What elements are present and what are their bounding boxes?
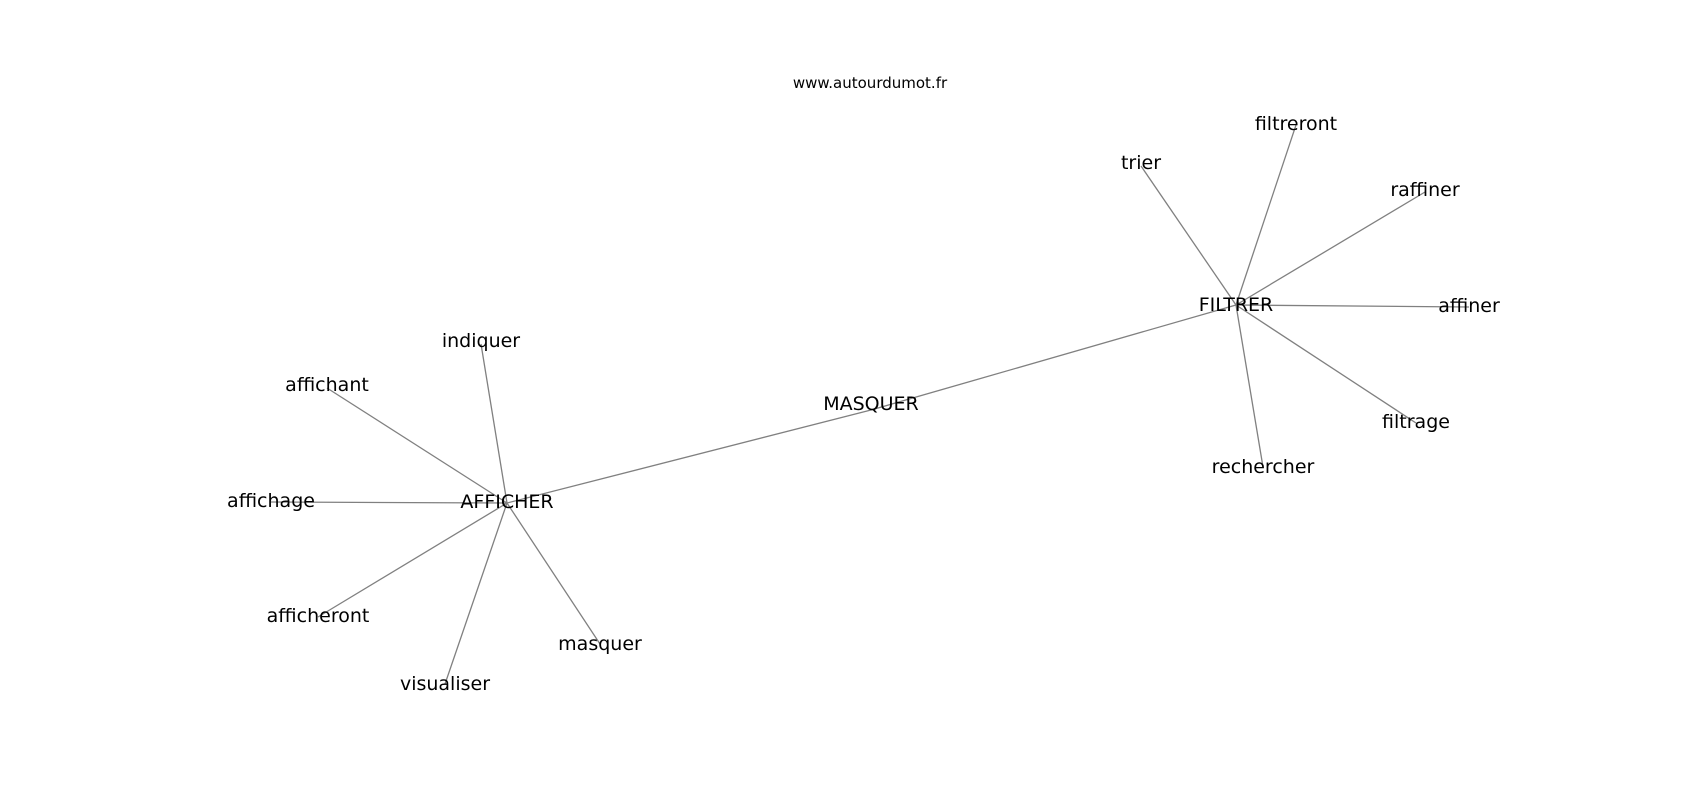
node-label-affichage: affichage (227, 490, 315, 512)
node-label-masquer: masquer (558, 633, 642, 655)
node-label-visualiser: visualiser (400, 673, 490, 695)
edge-filtrer-filtrage (1235, 304, 1417, 424)
edge-filtrer-raffiner (1235, 191, 1426, 306)
edges-layer (270, 124, 1470, 685)
node-label-filtrage: filtrage (1382, 411, 1450, 433)
edge-afficher-masquer_center (506, 409, 872, 504)
node-label-affiner: affiner (1438, 295, 1500, 317)
node-label-afficher: AFFICHER (460, 491, 553, 513)
site-watermark: www.autourdumot.fr (793, 74, 948, 92)
node-label-indiquer: indiquer (442, 330, 520, 352)
edge-masquer_center-filtrer (870, 304, 1237, 411)
edge-filtrer-rechercher (1235, 304, 1264, 468)
edge-filtrer-filtreront (1235, 124, 1297, 306)
node-label-rechercher: rechercher (1212, 456, 1315, 478)
edge-afficher-affichant (326, 387, 508, 504)
edge-afficher-masquer (506, 502, 601, 645)
edge-filtrer-affiner (1235, 304, 1470, 308)
node-label-raffiner: raffiner (1390, 179, 1460, 201)
edge-afficher-affichage (270, 501, 508, 504)
node-label-afficheront: afficheront (267, 605, 370, 627)
edge-afficher-visualiser (444, 502, 508, 685)
edge-filtrer-trier (1140, 165, 1237, 306)
node-label-filtreront: filtreront (1255, 113, 1337, 135)
nodes-layer: MASQUER AFFICHER FILTRER indiquer affichant a… (227, 113, 1500, 695)
node-label-trier: trier (1121, 152, 1161, 174)
node-label-affichant: affichant (285, 374, 369, 396)
node-label-masquer-center: MASQUER (823, 393, 919, 415)
node-label-filtrer: FILTRER (1199, 294, 1274, 316)
edge-afficher-indiquer (480, 343, 508, 504)
edge-afficher-afficheront (317, 502, 508, 618)
